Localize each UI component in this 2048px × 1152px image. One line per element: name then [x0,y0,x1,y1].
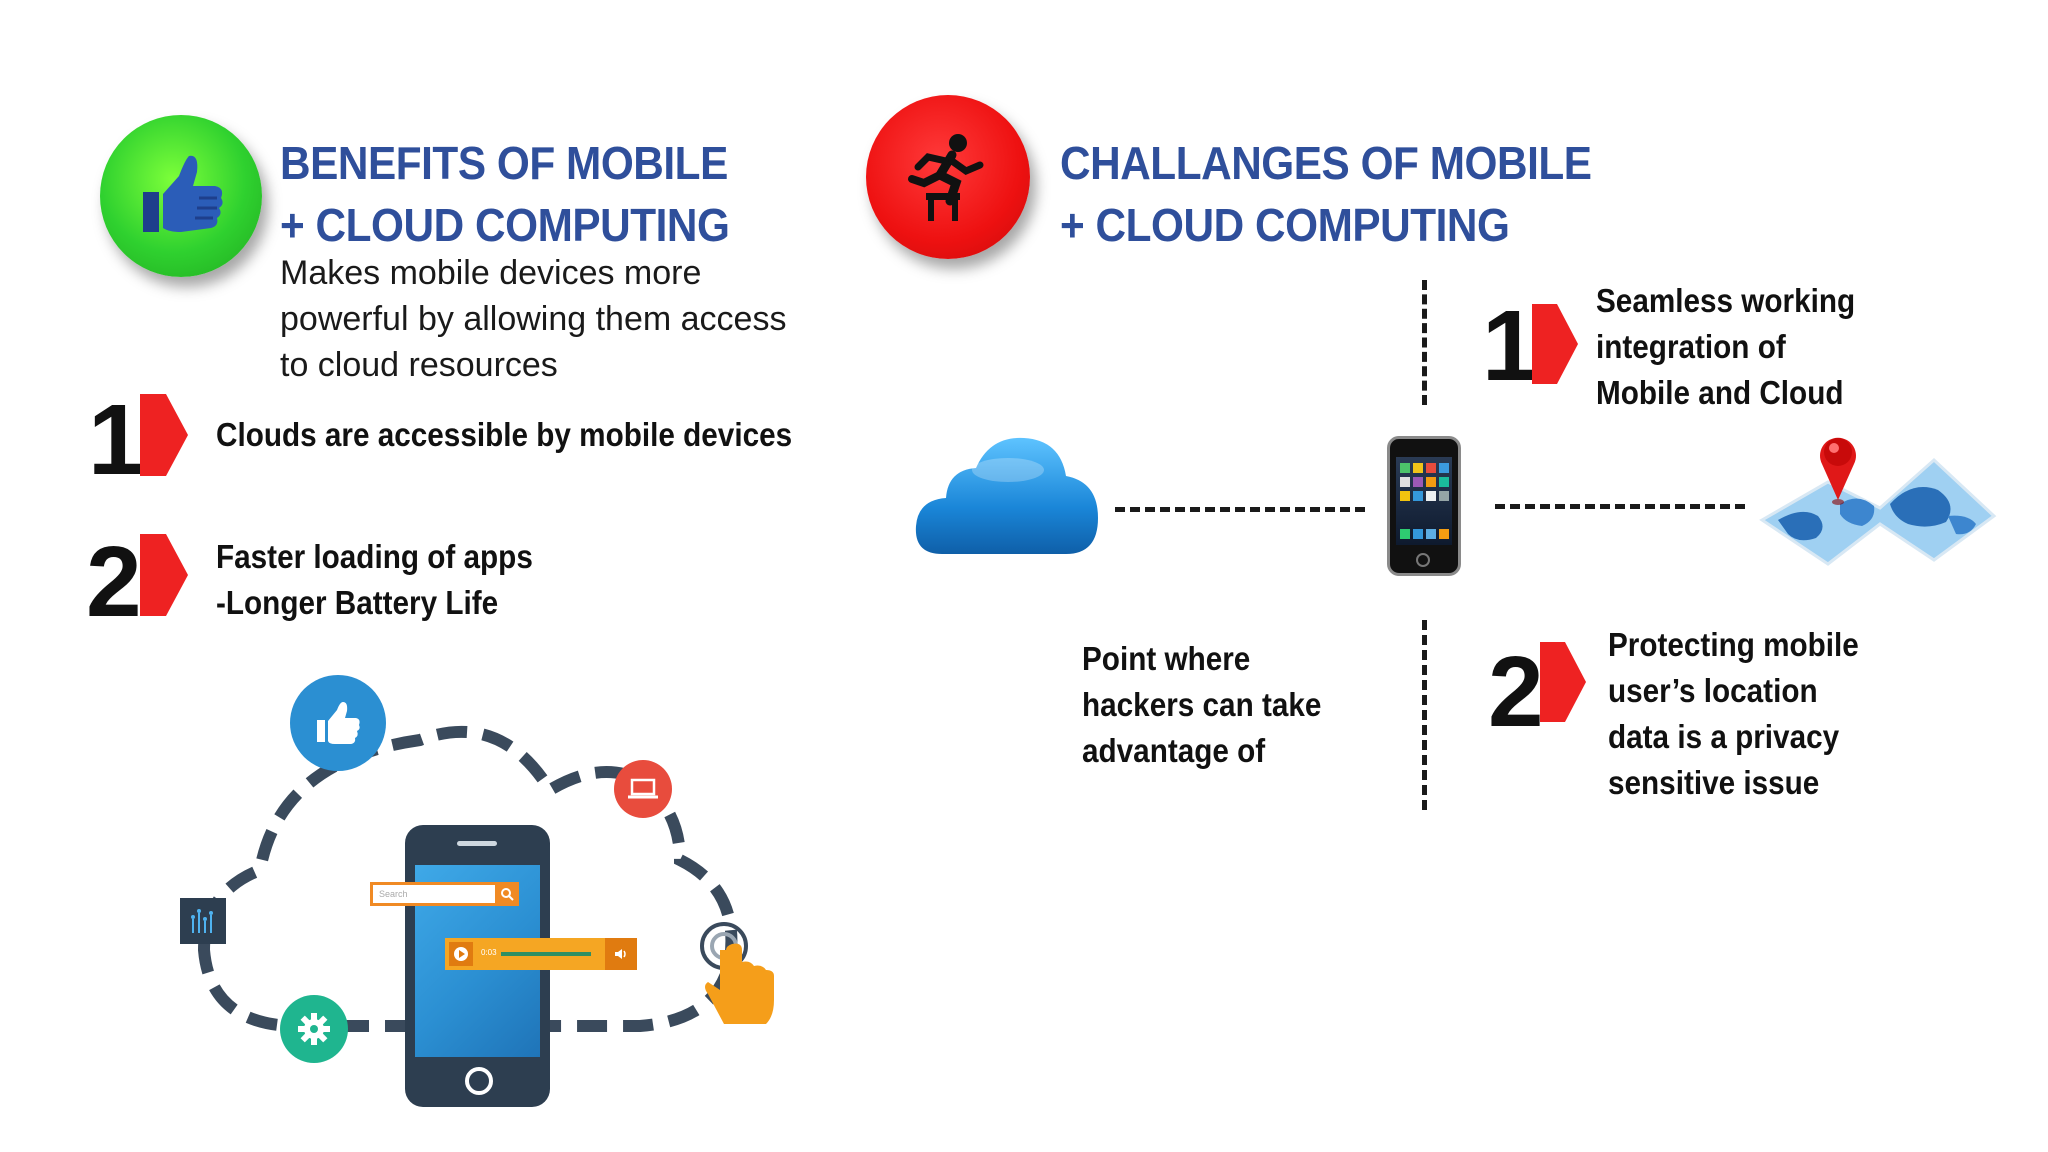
thumbs-up-icon [317,702,360,744]
phone-home-button [465,1067,493,1095]
illustration-laptop-bubble [614,760,672,818]
illustration-search-bar: Search [370,882,518,906]
benefits-heading-line1: BENEFITS OF MOBILE [280,137,728,189]
hackers-note-line1: Point where [1082,640,1251,677]
illustration-player-bar: 0:03 [445,938,605,970]
hackers-note-line2: hackers can take [1082,686,1322,723]
player-progress [501,952,591,956]
challenge-item-2-line4: sensitive issue [1608,764,1820,801]
benefits-badge [100,115,262,277]
illustration-search-button [495,882,519,906]
challenge-item-1-line2: integration of [1596,328,1786,365]
challenge-item-2-line2: user’s location [1608,672,1818,709]
hackers-note: Point where hackers can take advantage o… [1082,636,1348,774]
red-arrow-icon [140,534,188,616]
benefits-heading-line2: + CLOUD COMPUTING [280,199,730,251]
thumbs-up-icon [143,155,223,232]
benefits-desc-line2: powerful by allowing them access [280,300,787,338]
benefits-desc-line1: Makes mobile devices more [280,254,702,292]
divider-top [1422,280,1427,405]
benefit-item-1-text: Clouds are accessible by mobile devices [216,416,793,453]
benefit-item-2-line2: -Longer Battery Life [216,584,499,621]
challenges-heading-line2: + CLOUD COMPUTING [1060,199,1510,251]
challenge-item-2-line3: data is a privacy [1608,718,1840,755]
iphone-device [1387,436,1461,576]
touch-hand-icon [700,922,774,1024]
app-grid-icon [1400,463,1449,539]
challenge-item-2: 2 Protecting mobile user’s location data… [1488,622,1908,812]
hurdle-runner-icon [908,134,984,221]
connector-cloud-phone [1115,507,1365,512]
hackers-note-line3: advantage of [1082,732,1266,769]
challenge-item-1-line1: Seamless working [1596,282,1856,319]
challenge-item-2-line1: Protecting mobile [1608,626,1859,663]
red-arrow-icon [1532,304,1578,384]
divider-bottom [1422,620,1427,810]
benefit-number-1: 1 [88,384,144,496]
search-icon [501,888,514,901]
player-play-button [449,942,473,966]
challenges-heading-line1: CHALLANGES OF MOBILE [1060,137,1592,189]
challenges-badge [866,95,1030,259]
illustration-like-bubble [290,675,386,771]
player-volume-button [605,938,637,970]
illustration-search-placeholder: Search [379,889,408,899]
gear-icon [298,1013,330,1045]
benefit-number-2: 2 [86,526,142,638]
red-arrow-icon [1540,642,1586,722]
challenge-item-1: 1 Seamless working integration of Mobile… [1482,278,1902,418]
laptop-icon [628,778,658,799]
mobile-cloud-illustration: Search 0:03 [170,660,790,1120]
benefits-heading: BENEFITS OF MOBILE + CLOUD COMPUTING [280,132,769,256]
challenges-heading: CHALLANGES OF MOBILE + CLOUD COMPUTING [1060,132,1638,256]
circuit-icon [191,909,213,933]
illustration-gear-bubble [280,995,348,1063]
benefit-item-2: 2 Faster loading of apps -Longer Battery… [86,526,828,638]
cloud-icon [915,437,1098,554]
benefit-item-1: 1 Clouds are accessible by mobile device… [88,390,828,490]
player-time: 0:03 [481,948,497,957]
phone-speaker [457,841,497,846]
challenge-number-1: 1 [1482,290,1538,402]
challenge-item-1-line3: Mobile and Cloud [1596,374,1844,411]
benefits-desc-line3: to cloud resources [280,346,558,384]
illustration-circuit-square [180,898,226,944]
benefit-item-2-line1: Faster loading of apps [216,538,533,575]
iphone-home-button [1416,553,1430,567]
red-arrow-icon [140,394,188,476]
challenge-number-2: 2 [1488,636,1544,748]
connector-phone-map [1495,504,1745,509]
volume-icon [615,949,626,959]
benefits-description: Makes mobile devices more powerful by al… [280,250,786,388]
world-map-pin-icon [1759,437,1997,566]
iphone-screen [1396,457,1452,545]
play-icon [454,947,468,961]
